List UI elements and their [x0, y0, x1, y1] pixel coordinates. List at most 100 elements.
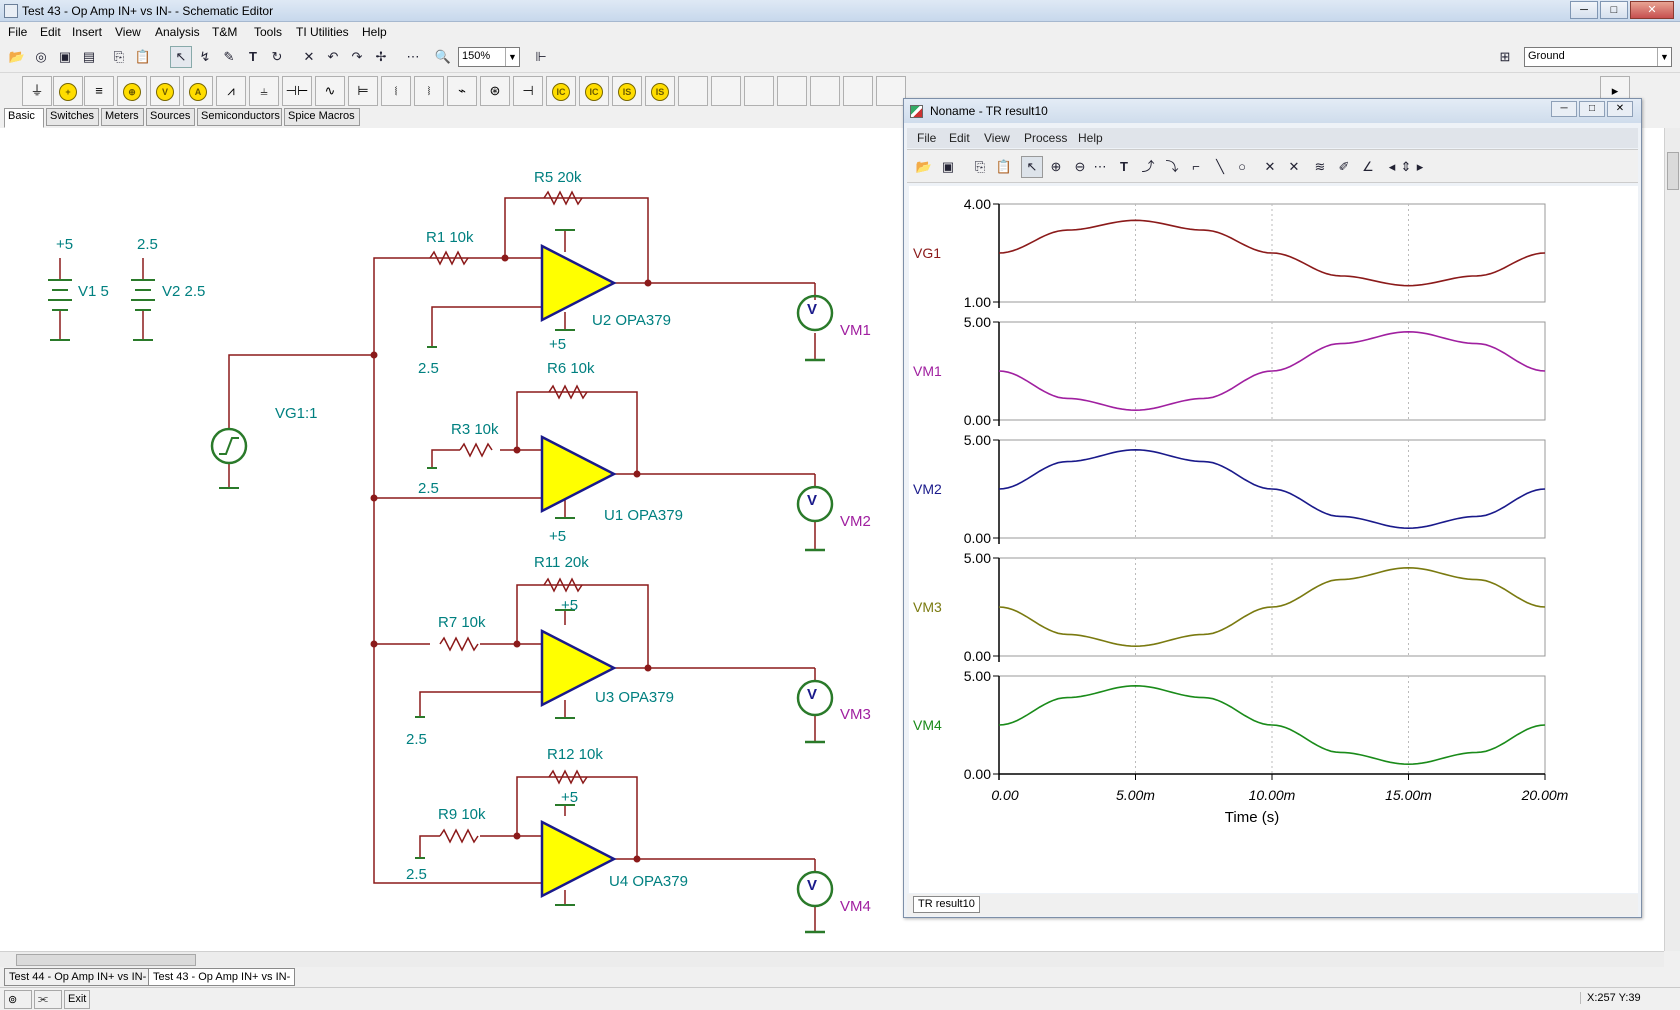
pencil-icon[interactable]: ✎: [223, 49, 235, 64]
polarized-cap-icon[interactable]: ⊨: [348, 76, 378, 106]
menu-ti-utilities[interactable]: TI Utilities: [296, 25, 349, 39]
circle-icon[interactable]: ○: [1238, 159, 1246, 174]
open-icon[interactable]: 📂: [8, 49, 26, 64]
menu-tm[interactable]: T&M: [212, 25, 238, 39]
tab-spice-macros[interactable]: Spice Macros: [284, 108, 360, 126]
globe-icon[interactable]: ◎: [35, 49, 47, 64]
chart-icon[interactable]: ⫘: [34, 990, 62, 1009]
layer-icon[interactable]: ⊞: [1499, 49, 1511, 64]
move-icon[interactable]: ✢: [375, 49, 387, 64]
result-menu-file[interactable]: File: [917, 131, 937, 145]
tab-semiconductors[interactable]: Semiconductors: [197, 108, 282, 126]
save-icon[interactable]: ▣: [58, 49, 72, 64]
controlled-source-icon[interactable]: IC: [579, 76, 609, 106]
grid-icon[interactable]: ⋯: [406, 49, 420, 64]
angle-icon[interactable]: ∠: [1362, 159, 1374, 174]
paste-icon[interactable]: 📋: [995, 159, 1013, 174]
menu-help[interactable]: Help: [362, 25, 387, 39]
arrow-left-icon[interactable]: ◂: [1388, 159, 1396, 174]
voltmeter-icon[interactable]: V: [150, 76, 180, 106]
doc-tab-test43[interactable]: Test 43 - Op Amp IN+ vs IN-: [148, 968, 296, 986]
scroll-thumb[interactable]: [16, 954, 196, 966]
potentiometer-icon[interactable]: ⫨: [249, 76, 279, 106]
step-icon[interactable]: ⌐: [1192, 159, 1200, 174]
coupled-inductor-icon[interactable]: ⧘: [414, 76, 444, 106]
ccvs-icon[interactable]: IS: [645, 76, 675, 106]
probe-icon[interactable]: ⊩: [535, 49, 547, 64]
marker-icon[interactable]: ✐: [1338, 159, 1350, 174]
result-menu-process[interactable]: Process: [1024, 131, 1068, 145]
close-button[interactable]: ✕: [1630, 1, 1674, 19]
menu-edit[interactable]: Edit: [40, 25, 61, 39]
text-icon[interactable]: T: [1120, 159, 1128, 174]
open-folder-icon[interactable]: ▤: [82, 49, 96, 64]
switch-icon[interactable]: ⌁: [447, 76, 477, 106]
copy-icon[interactable]: ⎘: [974, 159, 986, 174]
zoom-icon[interactable]: 🔍: [434, 49, 452, 64]
zoom-select[interactable]: 150% ▼: [458, 47, 520, 67]
redo-icon[interactable]: ↷: [351, 49, 363, 64]
line-icon[interactable]: ╲: [1216, 159, 1224, 174]
vcvs-icon[interactable]: IS: [612, 76, 642, 106]
save-icon[interactable]: ▣: [941, 159, 955, 174]
undo-icon[interactable]: ↶: [327, 49, 339, 64]
diode-icon[interactable]: ⊣: [513, 76, 543, 106]
current-source-icon[interactable]: ⊕: [117, 76, 147, 106]
result-window[interactable]: Noname - TR result10 ─ □ ✕ File Edit Vie…: [903, 98, 1642, 918]
doc-tab-test44[interactable]: Test 44 - Op Amp IN+ vs IN-: [4, 968, 152, 986]
resistor-icon[interactable]: ⩘: [216, 76, 246, 106]
chevron-down-icon[interactable]: ▼: [1657, 48, 1671, 66]
menu-file[interactable]: File: [8, 25, 28, 39]
toggle-icon[interactable]: ⊚: [4, 990, 32, 1009]
voltage-source-icon[interactable]: ≡: [84, 76, 114, 106]
paste-icon[interactable]: 📋: [134, 49, 152, 64]
curve-icon[interactable]: ⤴: [1141, 159, 1155, 174]
zoom-out-icon[interactable]: ⊖: [1074, 159, 1086, 174]
ground-icon[interactable]: ⏚: [22, 76, 52, 106]
waveform-icon[interactable]: ≋: [1314, 159, 1326, 174]
transformer-icon[interactable]: ⧙: [381, 76, 411, 106]
capacitor-icon[interactable]: ⊣⊢: [282, 76, 312, 106]
maximize-button[interactable]: □: [1600, 1, 1628, 19]
tab-tr-result10[interactable]: TR result10: [913, 896, 980, 913]
zoom-in-icon[interactable]: ⊕: [1050, 159, 1062, 174]
vertical-scrollbar[interactable]: [1664, 128, 1680, 951]
pointer-icon[interactable]: ↖: [1021, 156, 1043, 178]
open-icon[interactable]: 📂: [915, 159, 933, 174]
select-icon[interactable]: ↖: [170, 46, 192, 68]
horizontal-scrollbar[interactable]: [0, 951, 1664, 967]
battery-icon[interactable]: +: [53, 76, 83, 106]
curve-edit-icon[interactable]: ⤵: [1165, 159, 1179, 174]
scroll-thumb[interactable]: [1667, 152, 1679, 190]
result-menu-help[interactable]: Help: [1078, 131, 1103, 145]
restore-button[interactable]: □: [1579, 101, 1605, 117]
rotate-icon[interactable]: ↻: [271, 49, 283, 64]
arrow-updown-icon[interactable]: ⇕: [1400, 159, 1412, 174]
tab-basic[interactable]: Basic: [4, 108, 44, 128]
result-menu-edit[interactable]: Edit: [949, 131, 970, 145]
result-menu-view[interactable]: View: [984, 131, 1010, 145]
lamp-icon[interactable]: ⊛: [480, 76, 510, 106]
minimize-button[interactable]: ─: [1551, 101, 1577, 117]
dependent-source-icon[interactable]: IC: [546, 76, 576, 106]
tab-sources[interactable]: Sources: [146, 108, 195, 126]
exit-button[interactable]: Exit: [64, 990, 90, 1009]
delete-icon[interactable]: ✕: [303, 49, 315, 64]
layer-select[interactable]: Ground ▼: [1524, 47, 1672, 67]
menu-analysis[interactable]: Analysis: [155, 25, 200, 39]
copy-icon[interactable]: ⎘: [113, 49, 125, 64]
minimize-button[interactable]: ─: [1570, 1, 1598, 19]
tab-switches[interactable]: Switches: [46, 108, 99, 126]
tab-meters[interactable]: Meters: [101, 108, 144, 126]
chevron-down-icon[interactable]: ▼: [505, 48, 519, 66]
menu-view[interactable]: View: [115, 25, 141, 39]
inductor-icon[interactable]: ∿: [315, 76, 345, 106]
close-button[interactable]: ✕: [1607, 101, 1633, 117]
menu-tools[interactable]: Tools: [254, 25, 283, 39]
result-window-titlebar[interactable]: Noname - TR result10 ─ □ ✕: [904, 99, 1641, 123]
text-icon[interactable]: T: [249, 49, 257, 64]
grid-icon[interactable]: ⋯: [1093, 159, 1107, 174]
menu-insert[interactable]: Insert: [72, 25, 103, 39]
arrow-right-icon[interactable]: ▸: [1416, 159, 1424, 174]
